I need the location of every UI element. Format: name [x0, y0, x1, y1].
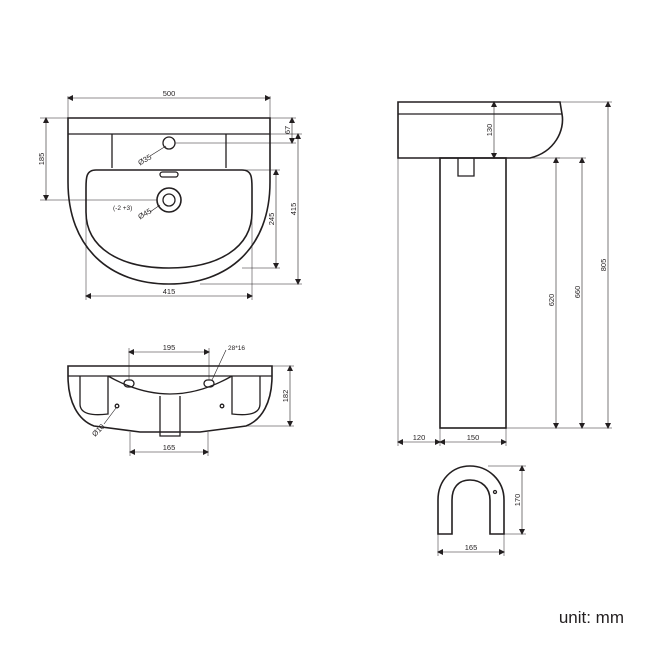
bowl-profile: [107, 375, 233, 395]
dim-plan-width: 165: [465, 543, 478, 552]
overflow-slot: [159, 171, 179, 178]
dim-fixing-spacing: 195: [163, 343, 176, 352]
dim-basin-height: 130: [485, 124, 494, 137]
dim-front-height: 182: [281, 390, 290, 403]
dim-tap-offset: 67: [283, 126, 292, 134]
dim-setback: 120: [413, 433, 426, 442]
dim-width: 500: [163, 89, 176, 98]
right-fixing-hole-icon: [219, 403, 225, 409]
dim-pedestal-depth: 150: [467, 433, 480, 442]
dim-bowl-width: 415: [163, 287, 176, 296]
label-fixing-slot: 28*16: [228, 345, 245, 352]
label-fixing-hole: Ø10: [90, 422, 106, 438]
dim-total-height: 805: [599, 259, 608, 272]
pedestal-plan-view: 170 165: [437, 465, 526, 556]
unit-label: unit: mm: [558, 608, 624, 627]
basin-top-view: 500 415 185 67 245 415 Ø35 Ø45 (-2 +3): [37, 89, 302, 300]
tap-hole-icon: [162, 136, 176, 150]
waste-leader: [149, 204, 161, 213]
dim-depth: 415: [289, 203, 298, 216]
right-fixing-slot: [203, 379, 215, 388]
basin-top-outline: [67, 117, 271, 285]
tap-leader: [149, 145, 167, 157]
tap-deck: [111, 134, 227, 168]
dim-bowl-depth: 245: [267, 213, 276, 226]
side-basin-outline: [397, 101, 564, 159]
dim-pedestal-height: 620: [547, 294, 556, 307]
basin-front-outline: [67, 365, 273, 433]
waste-stub: [159, 396, 181, 437]
pedestal-plan-outline: [437, 465, 505, 535]
right-cavity: [231, 376, 261, 416]
bowl-outline: [85, 169, 253, 269]
slot-leader: [211, 349, 227, 381]
dim-base-width: 165: [163, 443, 176, 452]
dim-side-offset: 185: [37, 153, 46, 166]
left-cavity: [79, 376, 109, 416]
waste-hole-icon: [156, 187, 182, 213]
pedestal-fixing-icon: [492, 489, 498, 495]
dim-rim-height: 660: [573, 286, 582, 299]
label-tap-hole: Ø35: [136, 152, 153, 167]
label-waste-hole: Ø45: [136, 206, 153, 221]
side-waste: [457, 158, 475, 177]
dim-plan-depth: 170: [513, 494, 522, 507]
pedestal-side: [439, 157, 507, 429]
left-fixing-hole-icon: [114, 403, 120, 409]
side-view: 130 620 660 805 120 150: [397, 101, 612, 446]
fixing-hole-leader: [103, 407, 117, 425]
waste-hole-inner-icon: [162, 193, 176, 207]
basin-front-view: 195 28*16 182 165 Ø10: [67, 343, 294, 456]
label-overflow: (-2 +3): [113, 205, 132, 212]
